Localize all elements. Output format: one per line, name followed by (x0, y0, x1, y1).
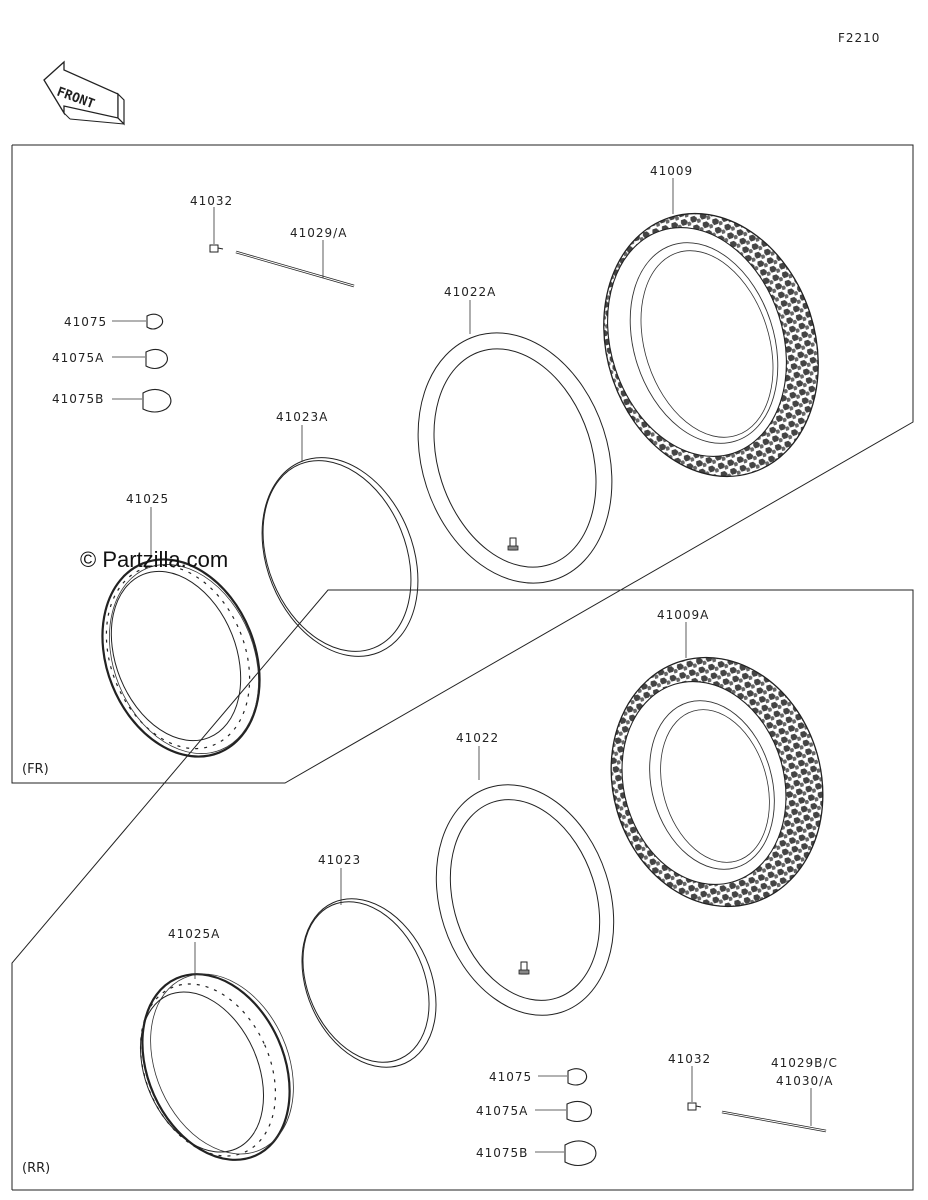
label-front-rim: 41025 (126, 492, 169, 506)
section-label-front: (FR) (22, 762, 49, 777)
label-rear-cap-b: 41075B (476, 1146, 528, 1160)
section-boundaries (11, 144, 914, 1191)
front-arrow-icon: FRONT (43, 60, 125, 126)
label-front-spoke: 41029/A (290, 226, 347, 240)
rear-spoke-icon (721, 1110, 827, 1133)
rear-nipple-icon (687, 1102, 702, 1111)
front-spoke-icon (235, 250, 355, 288)
front-cap-a-icon (145, 348, 169, 370)
label-rear-tire: 41009A (657, 608, 709, 622)
label-rear-nipple: 41032 (668, 1052, 711, 1066)
front-cap-b-icon (142, 388, 172, 413)
front-tube (417, 332, 613, 584)
rear-tube (435, 784, 615, 1016)
label-rear-tube: 41022 (456, 731, 499, 745)
label-front-rim-band: 41023A (276, 410, 328, 424)
front-rim-band (261, 457, 419, 657)
figure-code: F2210 (838, 31, 880, 45)
front-nipple-icon (209, 244, 224, 253)
rear-tube-valve-icon (518, 961, 530, 975)
label-front-cap-a: 41075A (52, 351, 104, 365)
front-tube-valve-icon (507, 537, 519, 551)
label-front-cap-b: 41075B (52, 392, 104, 406)
rear-cap-icon (567, 1068, 588, 1086)
rear-cap-a-icon (566, 1100, 593, 1123)
label-front-nipple: 41032 (190, 194, 233, 208)
label-front-tube: 41022A (444, 285, 496, 299)
rear-rim (139, 973, 294, 1161)
label-front-tire: 41009 (650, 164, 693, 178)
label-rear-rim: 41025A (168, 927, 220, 941)
watermark: © Partzilla.com (80, 547, 228, 572)
front-tire (603, 212, 819, 478)
label-rear-cap-a: 41075A (476, 1104, 528, 1118)
section-label-rear: (RR) (22, 1161, 50, 1176)
label-rear-spoke-2: 41030/A (776, 1074, 833, 1088)
rear-cap-b-icon (564, 1140, 597, 1167)
front-cap-icon (146, 313, 164, 330)
label-rear-rim-band: 41023 (318, 853, 361, 867)
front-rim (101, 558, 261, 758)
rear-tire (610, 656, 824, 908)
label-rear-spoke-1: 41029B/C (771, 1056, 838, 1070)
label-front-cap: 41075 (64, 315, 107, 329)
label-rear-cap: 41075 (489, 1070, 532, 1084)
rear-rim-band (301, 898, 437, 1068)
